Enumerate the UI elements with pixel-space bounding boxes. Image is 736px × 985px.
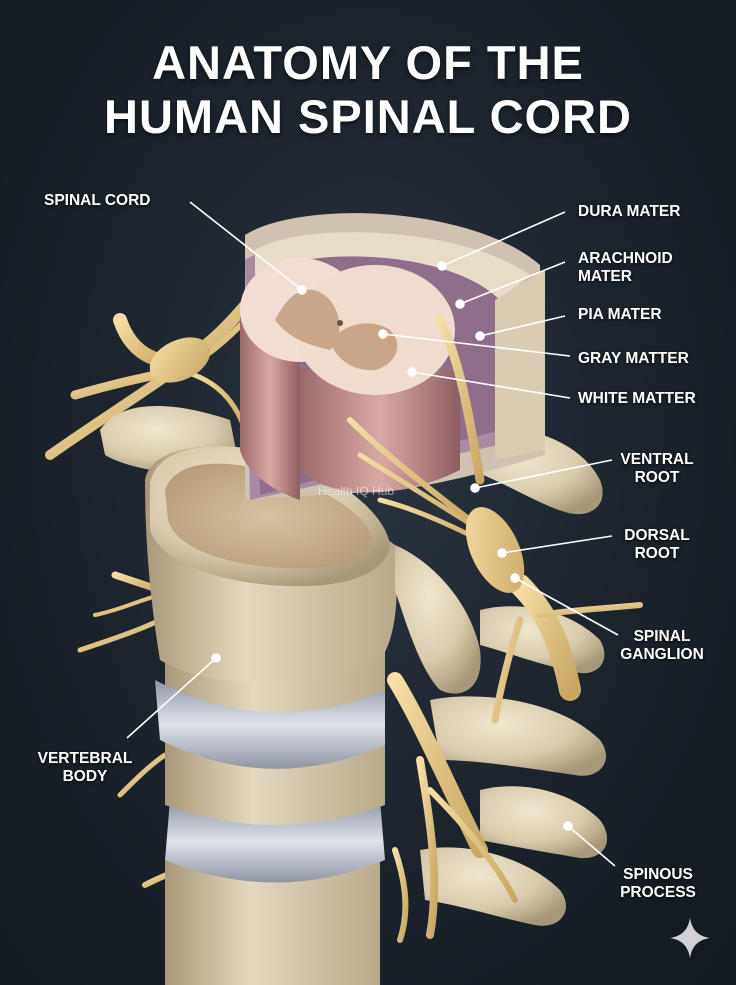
label-arachnoid-mater-2: MATER: [578, 268, 632, 285]
label-dorsal-root-1: DORSAL: [624, 527, 690, 544]
label-arachnoid-mater-1: ARACHNOID: [578, 250, 673, 267]
label-white-matter: WHITE MATTER: [578, 390, 696, 407]
title-line-1: ANATOMY OF THE: [152, 36, 584, 89]
watermark: Health IQ Hub: [318, 484, 395, 498]
label-dorsal-root-2: ROOT: [634, 545, 680, 562]
lower-vertebrae: [155, 640, 385, 985]
label-spinal-ganglion-1: SPINAL: [633, 628, 691, 645]
right-nerve-roots: [347, 315, 643, 943]
label-spinal-cord: SPINAL CORD: [44, 192, 151, 209]
label-gray-matter: GRAY MATTER: [578, 350, 689, 367]
sparkle-icon: [670, 918, 710, 958]
label-ventral-root-1: VENTRAL: [620, 451, 694, 468]
label-spinous-process-2: PROCESS: [620, 884, 696, 901]
processes: [420, 427, 608, 926]
label-spinal-ganglion-2: GANGLION: [620, 646, 704, 663]
spinal-cord: [240, 258, 460, 500]
upper-vertebra: [100, 406, 481, 694]
label-ventral-root-2: ROOT: [634, 469, 680, 486]
leader-lines: [126, 201, 619, 867]
label-pia-mater: PIA MATER: [578, 306, 662, 323]
label-dura-mater: DURA MATER: [578, 203, 681, 220]
label-spinous-process-1: SPINOUS: [623, 866, 693, 883]
label-vertebral-body-1: VERTEBRAL: [37, 750, 133, 767]
title-line-2: HUMAN SPINAL CORD: [104, 90, 632, 143]
label-vertebral-body-2: BODY: [62, 768, 108, 785]
